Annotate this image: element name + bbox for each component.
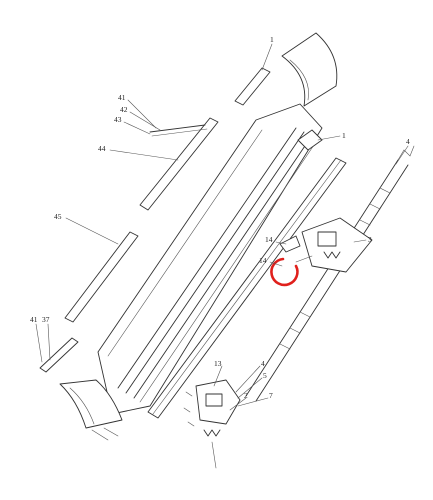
main-deck	[97, 103, 341, 415]
callout-13: 13	[214, 359, 222, 368]
rear-roller-foot	[91, 427, 119, 441]
front-roller-seam	[289, 59, 309, 101]
leader-14-lower	[269, 261, 283, 267]
lower-stem	[211, 441, 217, 469]
top-strip	[234, 67, 271, 106]
leader-41	[127, 99, 157, 129]
callout-3: 3	[368, 235, 372, 244]
leader-45	[65, 217, 119, 245]
rear-roller-seam	[69, 387, 95, 425]
motor-bracket-tab	[279, 235, 301, 253]
left-strips	[39, 67, 271, 373]
leader-42	[129, 111, 161, 131]
deck-rail-line-4	[139, 141, 317, 403]
leader-14	[275, 241, 287, 245]
rear-roller-body	[59, 379, 123, 429]
callout-44: 44	[98, 144, 106, 153]
deck-end-bracket-leader	[317, 135, 341, 141]
leader-1	[261, 43, 273, 71]
callout-4-lower: 4	[261, 359, 265, 368]
motor-bracket-plate	[301, 217, 373, 273]
lower-spring	[203, 429, 221, 437]
lower-block	[205, 393, 223, 407]
upper-bar	[149, 124, 206, 133]
leader-2	[229, 397, 247, 411]
right-ladder-rail	[245, 145, 415, 402]
leader-5	[237, 377, 263, 399]
lower-assembly	[183, 379, 241, 469]
deck-end-bracket	[297, 129, 323, 151]
callout-14-lower: 14	[259, 256, 267, 265]
leader-37	[47, 323, 51, 361]
leader-4-right	[395, 145, 409, 165]
ladder-zigzag-end	[397, 145, 415, 161]
leader-41-lower	[35, 323, 43, 363]
callout-2: 2	[244, 391, 248, 400]
deck-outline	[97, 103, 323, 415]
deck-rail-line-3	[133, 136, 312, 399]
side-rail-body	[147, 157, 347, 419]
ladder-edge-1	[245, 159, 399, 397]
motor-bracket-shaft	[295, 255, 313, 263]
callout-1-right: 1	[342, 131, 346, 140]
leader-4-lower	[235, 365, 261, 393]
callout-labels: 1 41 42 43 44 45 41 37 1 4 3 14 14 13 4 …	[30, 35, 410, 400]
callout-5: 5	[263, 371, 267, 380]
motor-bracket-spring	[323, 251, 341, 259]
callout-42: 42	[120, 105, 128, 114]
callout-7: 7	[269, 391, 273, 400]
leader-7	[237, 397, 269, 407]
strip-44	[139, 117, 219, 211]
ladder-edge-2	[255, 164, 409, 402]
strip-45	[64, 231, 139, 323]
callout-41-top: 41	[118, 93, 126, 102]
callout-41-lower: 41	[30, 315, 38, 324]
deck-rail-line-1	[117, 127, 297, 389]
motor-bracket	[279, 217, 373, 273]
deck-edge-line	[107, 129, 263, 357]
deck-rail-line-2	[125, 131, 305, 394]
motor-bracket-block	[317, 231, 337, 247]
side-rail-inner	[152, 159, 342, 415]
side-rail	[147, 157, 347, 419]
bottom-strip	[39, 337, 79, 373]
leader-13	[213, 365, 223, 387]
callout-43: 43	[114, 115, 122, 124]
ladder-ticks	[279, 187, 391, 350]
leader-43	[123, 121, 151, 135]
highlight-circle	[270, 257, 299, 287]
callout-45: 45	[54, 212, 62, 221]
upper-bar-lower	[151, 128, 208, 137]
front-roller	[281, 32, 338, 107]
leader-3	[353, 239, 367, 243]
leader-44	[109, 149, 179, 161]
callout-4-right: 4	[406, 137, 410, 146]
callout-37: 37	[42, 315, 50, 324]
leader-lines	[35, 43, 409, 411]
lower-bolts	[183, 391, 195, 427]
front-roller-body	[281, 32, 338, 107]
callout-14: 14	[265, 235, 273, 244]
callout-1-top: 1	[270, 35, 274, 44]
rear-roller	[59, 379, 123, 441]
